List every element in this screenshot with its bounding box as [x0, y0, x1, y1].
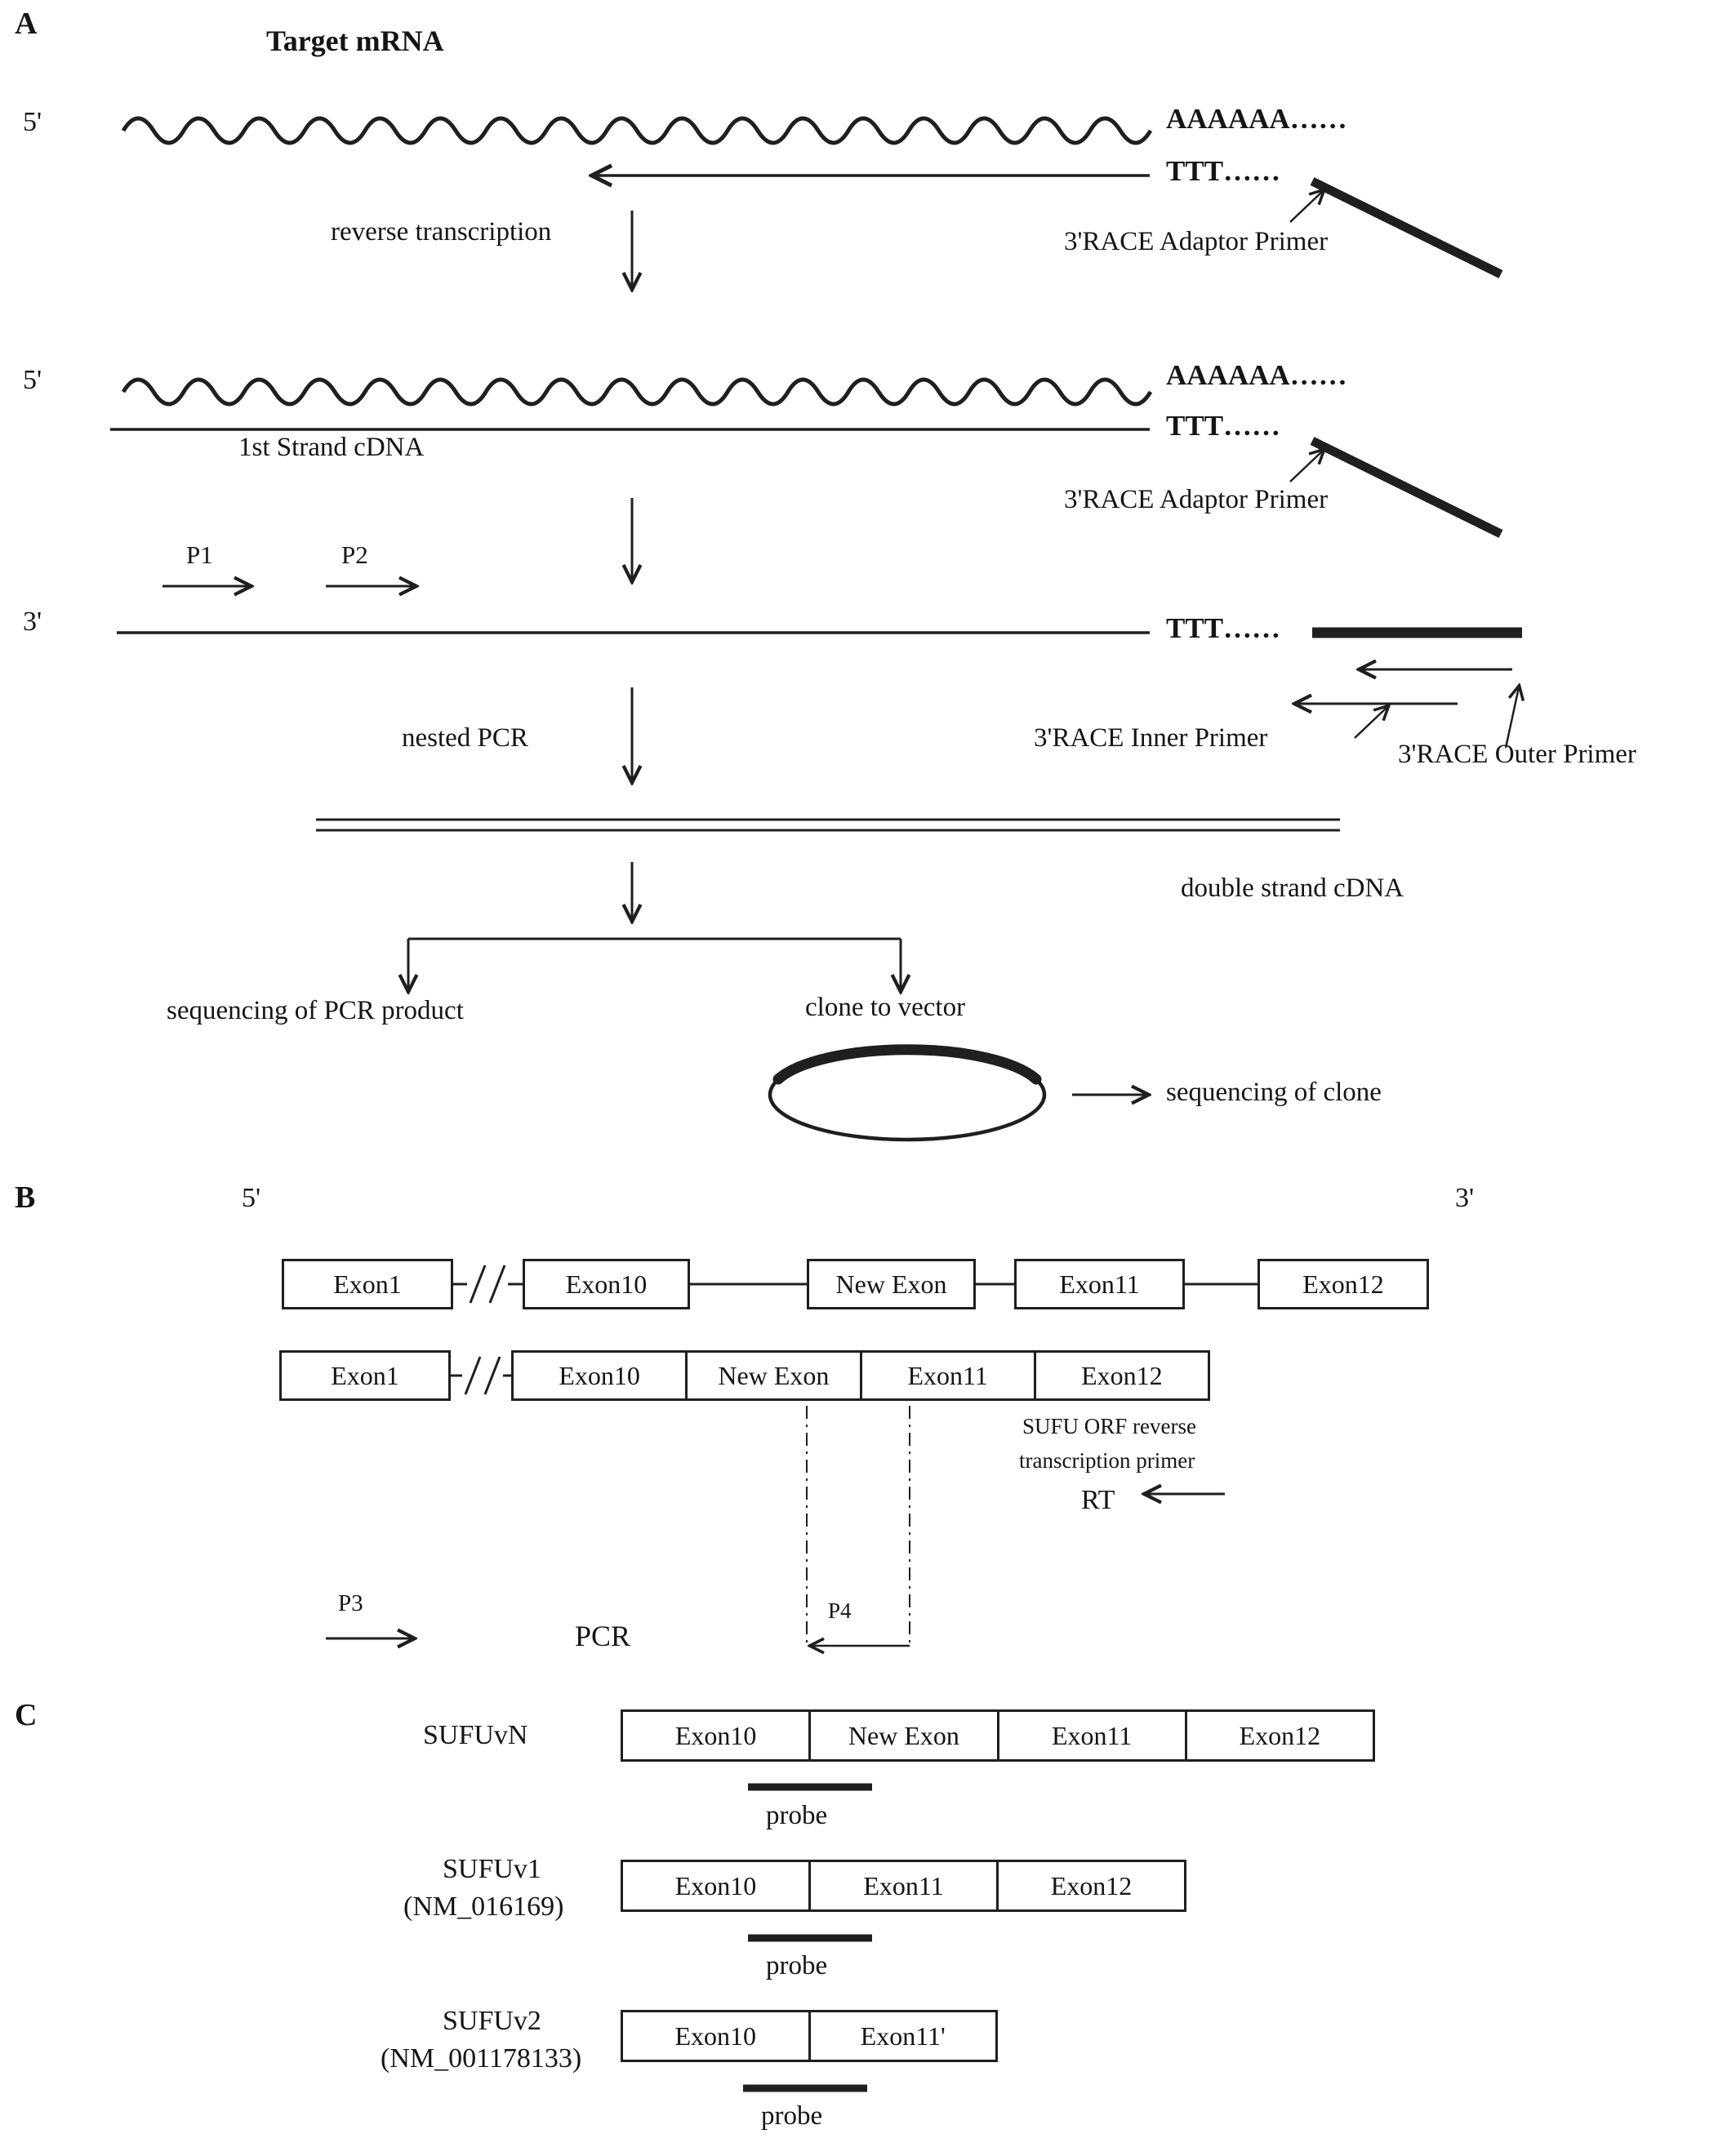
outer-primer-label: 3'RACE Outer Primer: [1398, 740, 1636, 769]
sufuv1-exon10-cell: Exon10: [674, 1870, 757, 1900]
mrna-exon1-label: Exon1: [331, 1360, 399, 1390]
sufuv2-exon-block: Exon10 Exon11': [621, 2010, 998, 2062]
polya-label-top: AAAAAA……: [1166, 103, 1347, 135]
mrna-exon11-cell: Exon11: [859, 1353, 1034, 1398]
sufuv1-accession: (NM_016169): [403, 1892, 564, 1922]
sufuvn-exon11-cell: Exon11: [996, 1712, 1185, 1759]
reverse-transcription-label: reverse transcription: [331, 217, 552, 247]
sufuv2-probe-label: probe: [761, 2101, 823, 2131]
polya-label-mid: AAAAAA……: [1166, 359, 1347, 391]
vector-insert-arc: [772, 1044, 1042, 1085]
genomic-row-connectors: [453, 1265, 1257, 1304]
pcr-label: PCR: [575, 1620, 631, 1652]
mrna-row-connectors: [451, 1356, 511, 1395]
double-strand-cdna-label: double strand cDNA: [1181, 874, 1404, 903]
adaptor-thick-line-top: [1310, 177, 1503, 278]
target-mrna-title: Target mRNA: [266, 24, 444, 57]
mrna-wavy-line-top: [123, 118, 1151, 143]
sufuv1-exon-block: Exon10 Exon11 Exon12: [621, 1860, 1186, 1912]
genomic-exon12-label: Exon12: [1302, 1269, 1384, 1299]
genomic-exon11-label: Exon11: [1059, 1269, 1140, 1299]
inner-primer-pointer-arrow: [1354, 707, 1387, 739]
p1-label: P1: [186, 540, 213, 569]
panel-c-label: C: [15, 1698, 38, 1732]
ttt-label-bottom: TTT……: [1166, 612, 1281, 644]
three-prime-label: 3': [23, 607, 42, 637]
genomic-exon12-box: Exon12: [1257, 1259, 1429, 1309]
rt-primer-caption-line1: SUFU ORF reverse: [1022, 1414, 1196, 1438]
adaptor-primer-label-mid: 3'RACE Adaptor Primer: [1064, 485, 1329, 514]
genomic-exon1-label: Exon1: [333, 1269, 402, 1299]
p2-label: P2: [341, 540, 368, 569]
sufuv2-exon11p-cell: Exon11': [808, 2012, 996, 2060]
sufuv1-name: SUFUv1: [443, 1854, 541, 1884]
mrna-exon12-cell: Exon12: [1033, 1353, 1208, 1398]
panel-a-label: A: [15, 7, 38, 41]
five-prime-label-mid: 5': [23, 365, 42, 395]
adaptor-pointer-arrow-mid: [1289, 451, 1323, 482]
rt-label: RT: [1081, 1485, 1115, 1515]
mrna-exon-block: Exon10 New Exon Exon11 Exon12: [511, 1350, 1210, 1401]
sufuv2-name: SUFUv2: [443, 2006, 541, 2036]
five-prime-label-top: 5': [23, 107, 42, 137]
panel-b-three-prime: 3': [1455, 1183, 1475, 1213]
ttt-label-top: TTT……: [1166, 155, 1281, 187]
sufuvn-newexon-cell: New Exon: [808, 1712, 996, 1759]
genomic-exon10-box: Exon10: [523, 1259, 690, 1309]
panel-b-five-prime: 5': [242, 1183, 261, 1213]
sufuv1-probe-label: probe: [766, 1951, 828, 1980]
sufuvn-probe-label: probe: [766, 1801, 828, 1830]
sufuvn-exon-block: Exon10 New Exon Exon11 Exon12: [621, 1709, 1375, 1762]
sequencing-of-clone-label: sequencing of clone: [1166, 1078, 1382, 1107]
sufuv2-exon10-cell: Exon10: [674, 2020, 757, 2051]
clone-to-vector-label: clone to vector: [805, 993, 966, 1022]
sufuv2-accession: (NM_001178133): [381, 2043, 582, 2074]
mrna-newexon-cell: New Exon: [685, 1353, 859, 1398]
p4-label: P4: [828, 1598, 852, 1623]
sufuvn-exon12-cell: Exon12: [1184, 1712, 1373, 1759]
sufuv1-exon11-cell: Exon11: [808, 1862, 996, 1909]
p3-label: P3: [338, 1590, 363, 1616]
sufuvn-name: SUFUvN: [423, 1720, 528, 1750]
sufuv1-exon12-cell: Exon12: [996, 1862, 1184, 1909]
mrna-exon10-cell: Exon10: [559, 1360, 640, 1390]
ttt-label-mid: TTT……: [1166, 410, 1281, 442]
genomic-newexon-box: New Exon: [807, 1259, 976, 1309]
genomic-exon11-box: Exon11: [1014, 1259, 1185, 1309]
adaptor-pointer-arrow-top: [1289, 191, 1323, 223]
genomic-newexon-label: New Exon: [835, 1269, 947, 1299]
adaptor-primer-label-top: 3'RACE Adaptor Primer: [1064, 227, 1329, 256]
rt-primer-caption-line2: transcription primer: [1019, 1448, 1195, 1473]
sequencing-pcr-product-label: sequencing of PCR product: [167, 996, 464, 1025]
genomic-exon1-box: Exon1: [282, 1259, 453, 1309]
genomic-exon10-label: Exon10: [565, 1269, 648, 1299]
outer-primer-pointer-arrow: [1504, 687, 1519, 749]
first-strand-cdna-label: 1st Strand cDNA: [238, 433, 425, 462]
sufuvn-exon10-cell: Exon10: [674, 1720, 757, 1750]
mrna-wavy-line-mid: [123, 380, 1151, 404]
inner-primer-label: 3'RACE Inner Primer: [1034, 723, 1268, 753]
adaptor-thick-line-mid: [1310, 437, 1503, 538]
panel-b-label: B: [15, 1180, 36, 1215]
nested-pcr-label: nested PCR: [402, 723, 528, 753]
mrna-exon1-box: Exon1: [279, 1350, 451, 1401]
